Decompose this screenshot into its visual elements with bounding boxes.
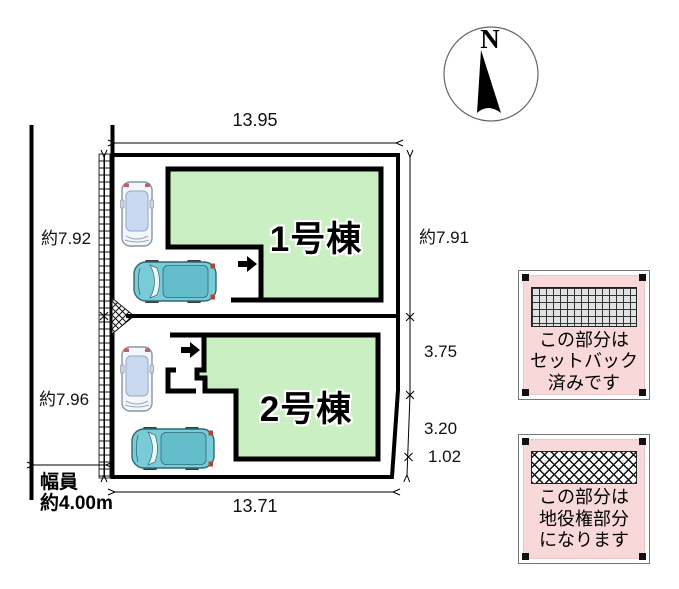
building-1-outline <box>165 166 384 303</box>
dim-left-lower-label: 約7.96 <box>39 390 90 409</box>
building-2-outline <box>165 332 381 462</box>
dim-x-right-3 <box>404 452 413 462</box>
building-1-entrance-arrow-icon <box>238 256 257 272</box>
dim-x-right-2 <box>405 390 415 400</box>
corner-square <box>522 274 529 281</box>
dimension-lines <box>34 143 415 492</box>
compass <box>443 26 539 122</box>
legend-easement-inner: この部分は 地役権部分 になります <box>522 438 646 560</box>
dim-right-upper-label: 約7.91 <box>419 228 470 247</box>
car-suv-lot2 <box>131 426 215 471</box>
dim-x-right-1 <box>405 312 415 322</box>
corner-square <box>522 553 529 560</box>
legend-setback-inner: この部分は セットバック 済みです <box>522 274 646 396</box>
easement-triangle <box>111 296 135 336</box>
dim-right-bottom-label: 1.02 <box>428 447 462 466</box>
corner-square <box>522 438 529 445</box>
legend-easement-box: この部分は 地役権部分 になります <box>518 434 650 564</box>
legend-setback-line3: 済みです <box>548 372 620 393</box>
legend-easement-line2: 地役権部分 <box>539 508 629 529</box>
setback-pattern-sample <box>531 287 637 327</box>
car-suv-lot1 <box>133 259 217 304</box>
setback-strip <box>98 153 112 479</box>
legend-setback-text: この部分は セットバック 済みです <box>530 330 638 395</box>
dim-right-lower-label: 3.20 <box>424 419 458 438</box>
corner-square <box>639 438 646 445</box>
road-width-word: 幅員 <box>40 472 79 493</box>
dim-right-mid-label: 3.75 <box>424 342 458 361</box>
legend-easement-text: この部分は 地役権部分 になります <box>539 487 629 552</box>
dim-top-label: 13.95 <box>232 110 278 130</box>
car-minivan-lot2 <box>119 346 155 412</box>
easement-pattern-sample <box>531 451 637 484</box>
legend-setback-box: この部分は セットバック 済みです <box>518 270 650 400</box>
compass-north-label: N <box>480 24 500 54</box>
corner-square <box>639 553 646 560</box>
legend-easement-line1: この部分は <box>539 487 629 507</box>
dim-x-left <box>99 311 109 321</box>
corner-square <box>522 389 529 396</box>
building-2-entrance-arrow-icon <box>181 342 200 358</box>
legend-setback-line2: セットバック <box>530 351 638 371</box>
road-width-value: 約4.00m <box>40 493 113 514</box>
dim-left-upper-label: 約7.92 <box>41 229 92 248</box>
dim-bottom-label: 13.71 <box>232 496 278 516</box>
corner-square <box>639 389 646 396</box>
corner-square <box>639 274 646 281</box>
compass-circle <box>443 26 539 122</box>
car-minivan-lot1 <box>119 181 155 247</box>
road-width-label: 幅員 約4.00m <box>40 472 113 514</box>
building-2-label: 2号棟 <box>259 390 353 429</box>
building-1-label: 1号棟 <box>269 220 363 259</box>
compass-needle-icon <box>477 50 501 113</box>
legend-easement-line3: になります <box>539 530 629 550</box>
legend-setback-line1: この部分は <box>539 329 629 350</box>
lot-outer-boundary <box>112 153 400 479</box>
